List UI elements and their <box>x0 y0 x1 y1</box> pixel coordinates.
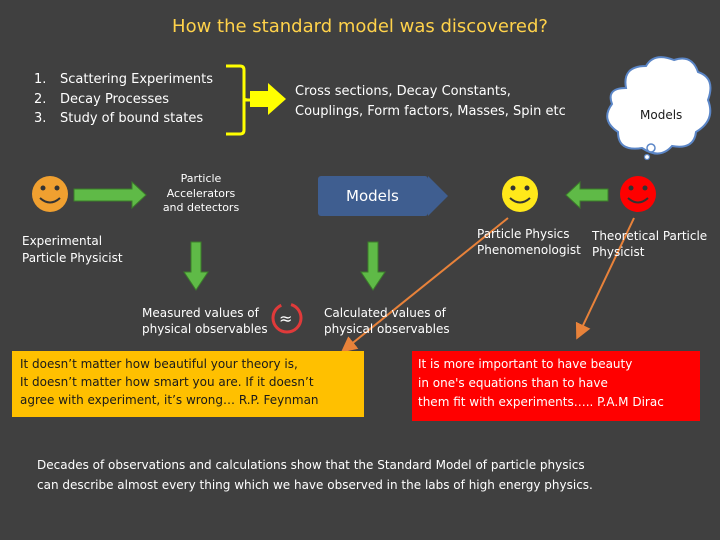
green-arrow-right <box>73 180 147 210</box>
measured-values-label: Measured values of physical observables <box>142 306 268 336</box>
feynman-quote-box: It doesn’t matter how beautiful your the… <box>12 351 364 417</box>
calculated-values-label: Calculated values of physical observable… <box>324 306 450 336</box>
green-arrow-down-left <box>183 241 209 291</box>
theoretical-physicist-label: Theoretical Particle Physicist <box>592 229 708 259</box>
smiley-theoretical <box>620 176 656 212</box>
pointer-arrow-to-dirac <box>575 217 635 340</box>
pointer-arrow-to-feynman <box>340 217 509 353</box>
conclusion-text: Decades of observations and calculations… <box>37 458 593 492</box>
experimental-physicist-label: Experimental Particle Physicist <box>22 234 123 265</box>
smiley-experimental <box>32 176 68 212</box>
cloud-label: Models <box>640 108 683 122</box>
method-item: 2.Decay Processes <box>34 91 170 107</box>
yellow-arrow-right <box>250 83 286 115</box>
green-arrow-down-right <box>360 241 386 291</box>
smiley-phenomenologist <box>502 176 538 212</box>
approx-circle <box>271 302 303 334</box>
green-arrow-left <box>565 180 609 210</box>
models-arrow-box: Models <box>318 176 448 216</box>
dirac-quote-box: It is more important to have beauty in o… <box>412 351 700 421</box>
methods-list: 1.Scattering Experiments 2.Decay Process… <box>34 70 213 129</box>
method-item: 3.Study of bound states <box>34 111 204 126</box>
accelerators-label: Particle Accelerators and detectors <box>162 172 240 214</box>
phenomenologist-label: Particle Physics Phenomenologist <box>477 227 581 257</box>
bracket <box>226 64 251 136</box>
slide-title: How the standard model was discovered? <box>172 16 548 37</box>
approx-symbol: ≈ <box>279 309 293 328</box>
method-item: 1.Scattering Experiments <box>34 72 214 87</box>
measured-quantities-text: Cross sections, Decay Constants, Couplin… <box>295 84 566 119</box>
thought-cloud <box>606 56 712 161</box>
